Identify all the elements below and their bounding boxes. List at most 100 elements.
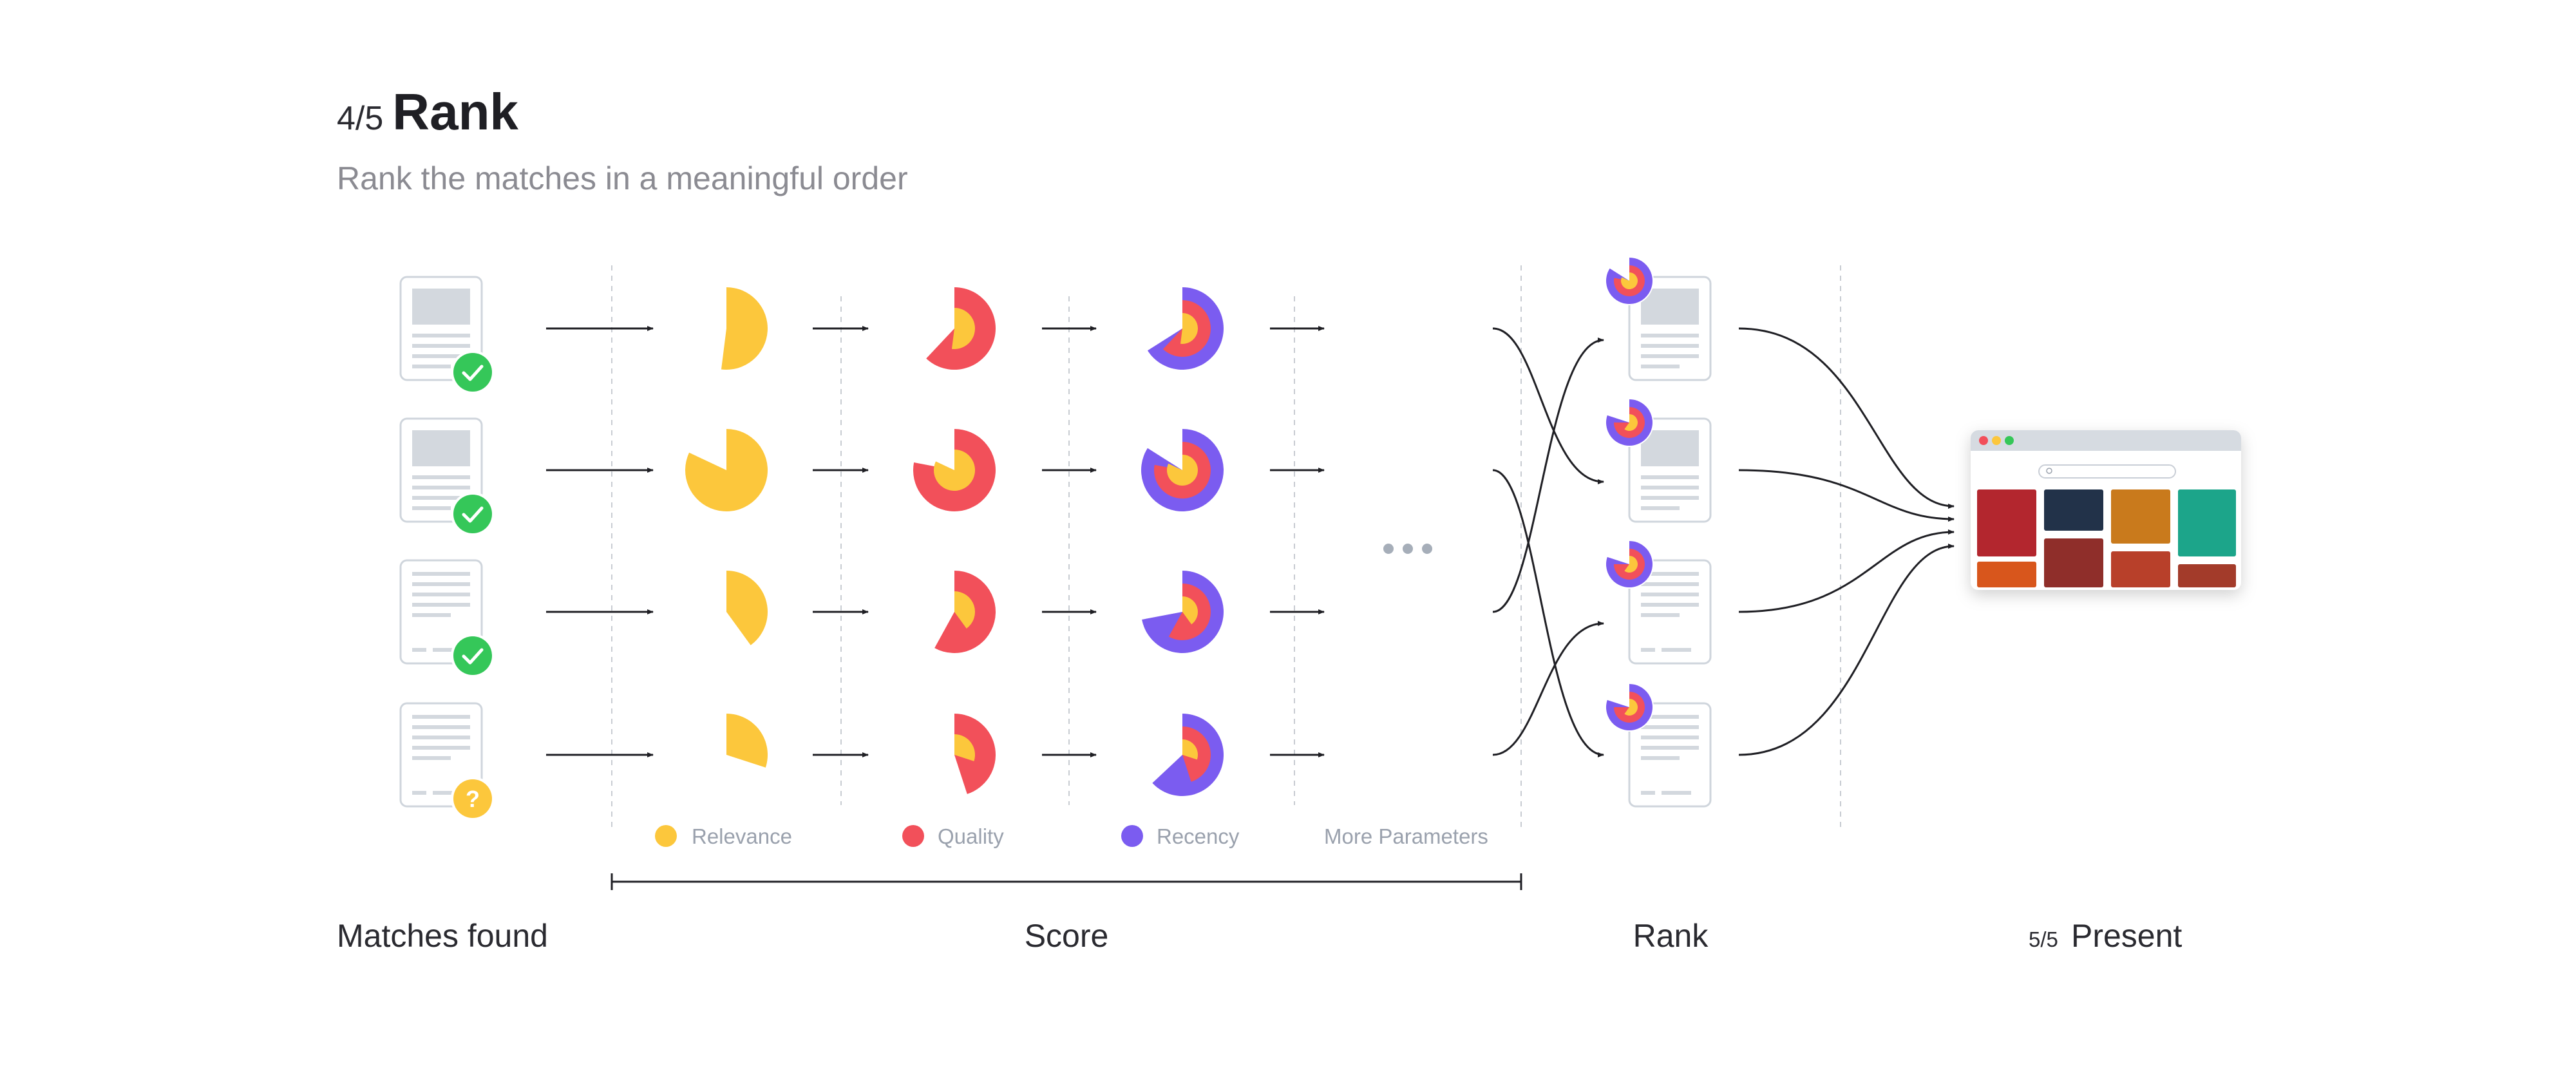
legend-label-recency: Recency — [1157, 824, 1240, 848]
more-parameters-ellipsis — [1383, 544, 1432, 554]
text-line — [1641, 791, 1655, 795]
text-line — [412, 613, 451, 617]
text-line — [412, 791, 426, 795]
match-document: ? — [399, 702, 495, 821]
text-line — [1662, 648, 1691, 652]
result-thumbnail — [2178, 489, 2236, 556]
result-thumbnail — [2111, 551, 2170, 587]
text-line — [1641, 334, 1699, 337]
result-thumbnail — [2044, 538, 2103, 587]
text-line — [1641, 593, 1699, 596]
results-browser-window — [1971, 430, 2241, 590]
legend-item-recency: Recency — [1121, 824, 1240, 848]
stage-label-score: Score — [1025, 918, 1109, 954]
score-badge — [1605, 683, 1654, 732]
ranked-document — [1605, 540, 1712, 665]
text-line — [412, 746, 470, 750]
recency-pie — [1152, 714, 1224, 796]
page-subtitle: Rank the matches in a meaningful order — [337, 160, 908, 196]
relevance-pie — [721, 287, 768, 370]
text-line — [412, 593, 470, 596]
window-control-dot — [1979, 436, 1988, 445]
matched-documents: ? — [399, 276, 495, 821]
result-thumbnail — [2044, 489, 2103, 531]
legend-label-more-parameters: More Parameters — [1324, 824, 1488, 848]
text-line — [1641, 756, 1680, 760]
quality-pie — [926, 287, 996, 370]
text-line — [412, 334, 470, 337]
match-document — [399, 417, 495, 536]
text-line — [412, 736, 470, 739]
text-line — [1641, 603, 1699, 607]
result-thumbnails — [1977, 489, 2236, 587]
text-line — [412, 496, 470, 500]
score-badge — [1605, 256, 1654, 305]
present-arrow — [1738, 327, 1955, 509]
stage-label-present: Present — [2071, 918, 2182, 954]
match-document — [399, 276, 495, 394]
recency-pie — [1142, 571, 1224, 653]
text-line — [1641, 344, 1699, 348]
text-line — [412, 506, 451, 510]
text-line — [412, 475, 470, 479]
window-control-dot — [1992, 436, 2001, 445]
present-arrow — [1738, 529, 1955, 613]
browser-search-bar — [2038, 464, 2176, 479]
result-thumbnail — [2111, 489, 2170, 544]
text-line — [433, 648, 462, 652]
legend: Relevance Quality Recency More Parameter… — [655, 824, 1488, 848]
quality-swatch — [902, 825, 924, 847]
text-line — [1641, 572, 1699, 576]
score-charts — [685, 287, 1224, 796]
rank-arrow — [1492, 337, 1604, 613]
result-thumbnail — [1977, 562, 2036, 587]
legend-item-relevance: Relevance — [655, 824, 792, 848]
text-line — [1641, 496, 1699, 500]
stage-label-rank: Rank — [1633, 918, 1709, 954]
image-placeholder — [412, 289, 470, 325]
quality-pie — [934, 571, 996, 653]
window-controls — [1979, 436, 2014, 445]
recency-pie — [1141, 429, 1224, 511]
recency-pie — [1147, 287, 1224, 370]
text-line — [1641, 715, 1699, 719]
relevance-swatch — [655, 825, 677, 847]
rank-arrow — [1492, 327, 1604, 484]
score-badge — [1605, 398, 1654, 447]
text-line — [412, 354, 470, 358]
step-indicator: 4/5 — [337, 100, 384, 137]
text-line — [412, 648, 426, 652]
check-badge-icon — [451, 492, 495, 536]
present-arrow — [1738, 544, 1955, 756]
text-line — [1641, 725, 1699, 729]
score-bracket — [611, 873, 1522, 890]
search-icon — [2046, 468, 2052, 474]
browser-titlebar — [1971, 430, 2241, 451]
text-line — [1641, 736, 1699, 739]
match-document — [399, 559, 495, 678]
text-line — [412, 725, 470, 729]
text-line — [1641, 613, 1680, 617]
text-line — [433, 791, 462, 795]
rank-arrow — [1492, 469, 1604, 757]
text-line — [1641, 475, 1699, 479]
ranked-document — [1605, 683, 1712, 808]
recency-swatch — [1121, 825, 1143, 847]
legend-label-relevance: Relevance — [692, 824, 792, 848]
text-line — [1641, 354, 1699, 358]
rank-arrow — [1492, 621, 1604, 756]
ranked-document — [1605, 256, 1712, 381]
text-line — [412, 486, 470, 489]
ranked-document — [1605, 398, 1712, 523]
text-line — [1662, 791, 1691, 795]
text-line — [1641, 506, 1680, 510]
check-badge-icon — [451, 350, 495, 394]
text-line — [412, 365, 451, 368]
text-line — [1641, 365, 1680, 368]
image-placeholder — [1641, 430, 1699, 466]
text-line — [1641, 648, 1655, 652]
text-line — [412, 572, 470, 576]
quality-pie — [913, 429, 996, 511]
